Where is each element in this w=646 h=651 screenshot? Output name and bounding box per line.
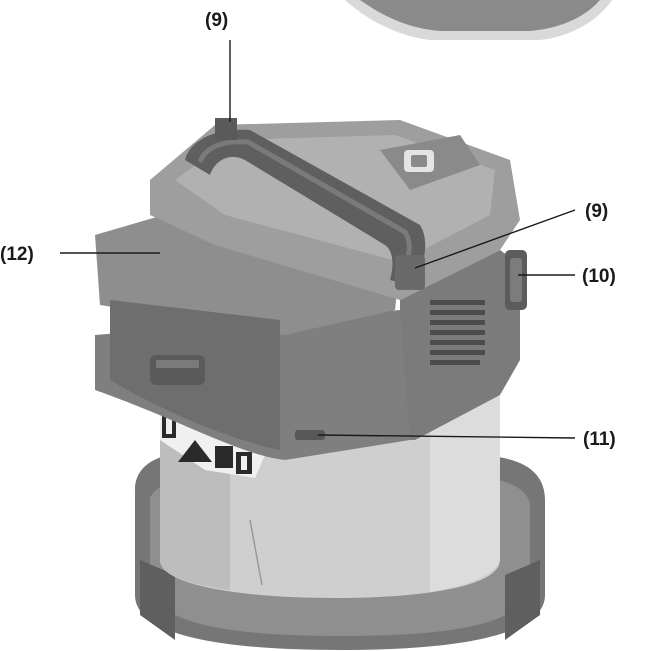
callout-9-top: (9) [205,10,228,31]
leader-line-11 [317,434,576,439]
motor-head [95,118,527,460]
callout-11: (11) [583,429,616,450]
adjacent-unit-fragment [345,0,612,40]
leader-line-9-right [414,209,576,269]
callout-10: (10) [582,266,616,287]
vent-grille [430,300,485,365]
leader-lines [60,40,576,439]
callout-9-right: (9) [585,201,608,222]
callout-labels: (9) (9) (10) (11) (12) [0,10,616,450]
callout-12: (12) [0,244,34,265]
